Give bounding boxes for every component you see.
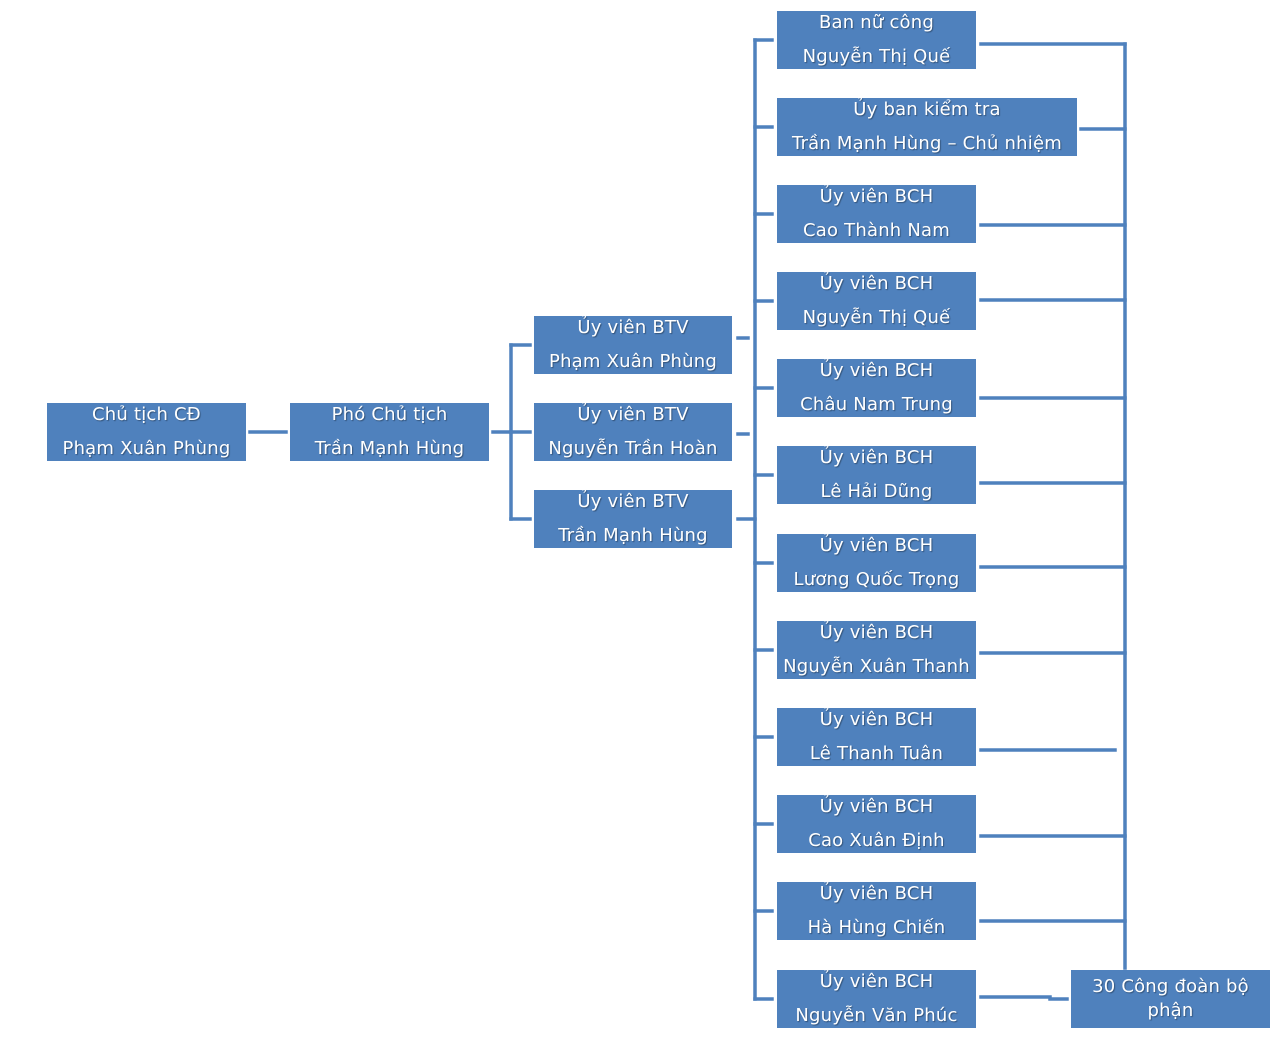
node-title: Ủy viên BCH <box>819 186 934 207</box>
standing-member-node: Ủy viên BTV Trần Mạnh Hùng <box>534 490 732 548</box>
executive-member-node: Ủy viên BCH Châu Nam Trung <box>777 359 976 417</box>
executive-member-node: Ủy viên BCH Cao Xuân Định <box>777 795 976 853</box>
standing-member-name: Phạm Xuân Phùng <box>549 351 717 372</box>
node-name: Trần Mạnh Hùng – Chủ nhiệm <box>792 133 1062 154</box>
node-name: Châu Nam Trung <box>800 394 953 415</box>
union-units-node: 30 Công đoàn bộ phận <box>1071 970 1270 1028</box>
node-name: Nguyễn Thị Quế <box>802 46 951 67</box>
node-name: Hà Hùng Chiến <box>807 917 946 938</box>
women-committee-node: Ban nữ công Nguyễn Thị Quế <box>777 11 976 69</box>
executive-member-node: Ủy viên BCH Nguyễn Thị Quế <box>777 272 976 330</box>
vice-chairman-title: Phó Chủ tịch <box>331 404 448 425</box>
node-title: Ủy viên BCH <box>819 273 934 294</box>
vice-chairman-name: Trần Mạnh Hùng <box>314 438 465 459</box>
inspection-committee-node: Ủy ban kiểm tra Trần Mạnh Hùng – Chủ nhi… <box>777 98 1077 156</box>
node-title: Ủy viên BCH <box>819 535 934 556</box>
node-title: Ủy viên BCH <box>819 883 934 904</box>
node-title: Ủy viên BCH <box>819 360 934 381</box>
node-title: Ủy viên BCH <box>819 796 934 817</box>
node-title: Ủy viên BCH <box>819 622 934 643</box>
executive-member-node: Ủy viên BCH Cao Thành Nam <box>777 185 976 243</box>
node-name: Nguyễn Thị Quế <box>802 307 951 328</box>
node-name: Lê Thanh Tuân <box>809 743 944 764</box>
standing-member-node: Ủy viên BTV Nguyễn Trần Hoàn <box>534 403 732 461</box>
chairman-title: Chủ tịch CĐ <box>92 404 201 425</box>
node-name: Lương Quốc Trọng <box>793 569 960 590</box>
executive-member-node: Ủy viên BCH Nguyễn Văn Phúc <box>777 970 976 1028</box>
node-name: Lê Hải Dũng <box>820 481 933 502</box>
union-units-label: 30 Công đoàn bộ phận <box>1092 976 1249 1021</box>
node-title: Ủy ban kiểm tra <box>853 99 1001 120</box>
standing-member-name: Nguyễn Trần Hoàn <box>548 438 718 459</box>
executive-member-node: Ủy viên BCH Lê Hải Dũng <box>777 446 976 504</box>
node-title: Ủy viên BCH <box>819 709 934 730</box>
node-title: Ủy viên BCH <box>819 971 934 992</box>
node-name: Cao Xuân Định <box>808 830 945 851</box>
standing-member-title: Ủy viên BTV <box>577 404 689 425</box>
executive-member-node: Ủy viên BCH Lương Quốc Trọng <box>777 534 976 592</box>
standing-member-name: Trần Mạnh Hùng <box>558 525 708 546</box>
node-name: Nguyễn Xuân Thanh <box>783 656 970 677</box>
chairman-name: Phạm Xuân Phùng <box>62 438 231 459</box>
standing-member-title: Ủy viên BTV <box>577 317 689 338</box>
chairman-node: Chủ tịch CĐ Phạm Xuân Phùng <box>47 403 246 461</box>
executive-member-node: Ủy viên BCH Lê Thanh Tuân <box>777 708 976 766</box>
node-title: Ủy viên BCH <box>819 447 934 468</box>
node-name: Nguyễn Văn Phúc <box>795 1005 958 1026</box>
node-title: Ban nữ công <box>819 12 934 33</box>
standing-member-title: Ủy viên BTV <box>577 491 689 512</box>
executive-member-node: Ủy viên BCH Hà Hùng Chiến <box>777 882 976 940</box>
executive-member-node: Ủy viên BCH Nguyễn Xuân Thanh <box>777 621 976 679</box>
node-name: Cao Thành Nam <box>803 220 950 241</box>
standing-member-node: Ủy viên BTV Phạm Xuân Phùng <box>534 316 732 374</box>
vice-chairman-node: Phó Chủ tịch Trần Mạnh Hùng <box>290 403 489 461</box>
